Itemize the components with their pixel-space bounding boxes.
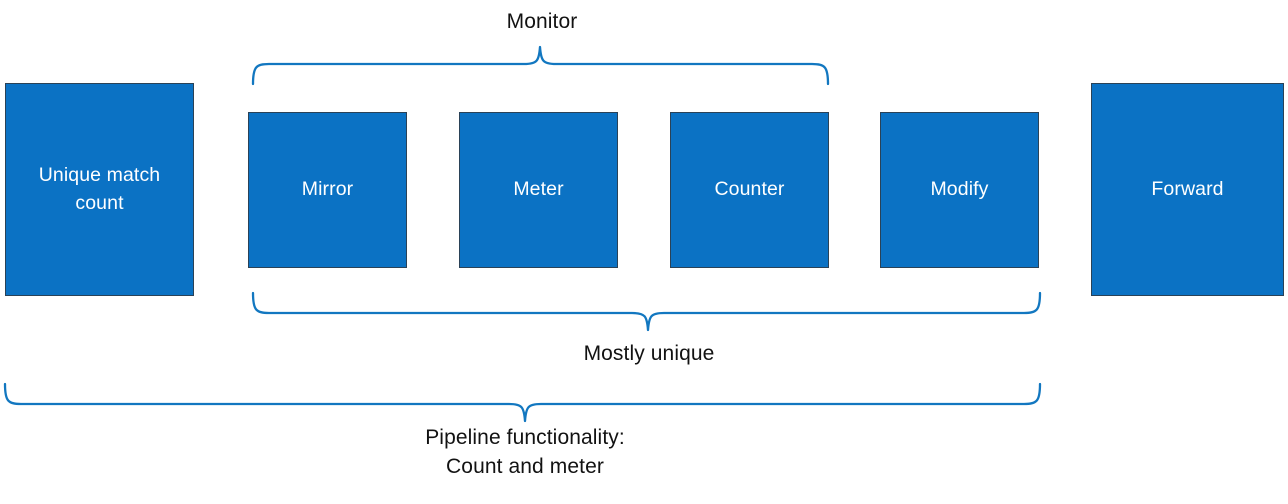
- box-counter[interactable]: Counter: [670, 112, 829, 268]
- brace-mostly-unique: [251, 291, 1042, 332]
- brace-label-monitor: Monitor: [506, 10, 578, 33]
- brace-label-mostly-unique: Mostly unique: [583, 342, 715, 365]
- box-mirror[interactable]: Mirror: [248, 112, 407, 268]
- box-unique-match-count[interactable]: Unique match count: [5, 83, 194, 296]
- box-meter[interactable]: Meter: [459, 112, 618, 268]
- brace-monitor: [251, 45, 830, 86]
- brace-label-pipeline-functionality: Pipeline functionality: Count and meter: [425, 426, 625, 478]
- box-modify[interactable]: Modify: [880, 112, 1039, 268]
- box-forward[interactable]: Forward: [1091, 83, 1284, 296]
- brace-pipeline-functionality: [3, 382, 1042, 423]
